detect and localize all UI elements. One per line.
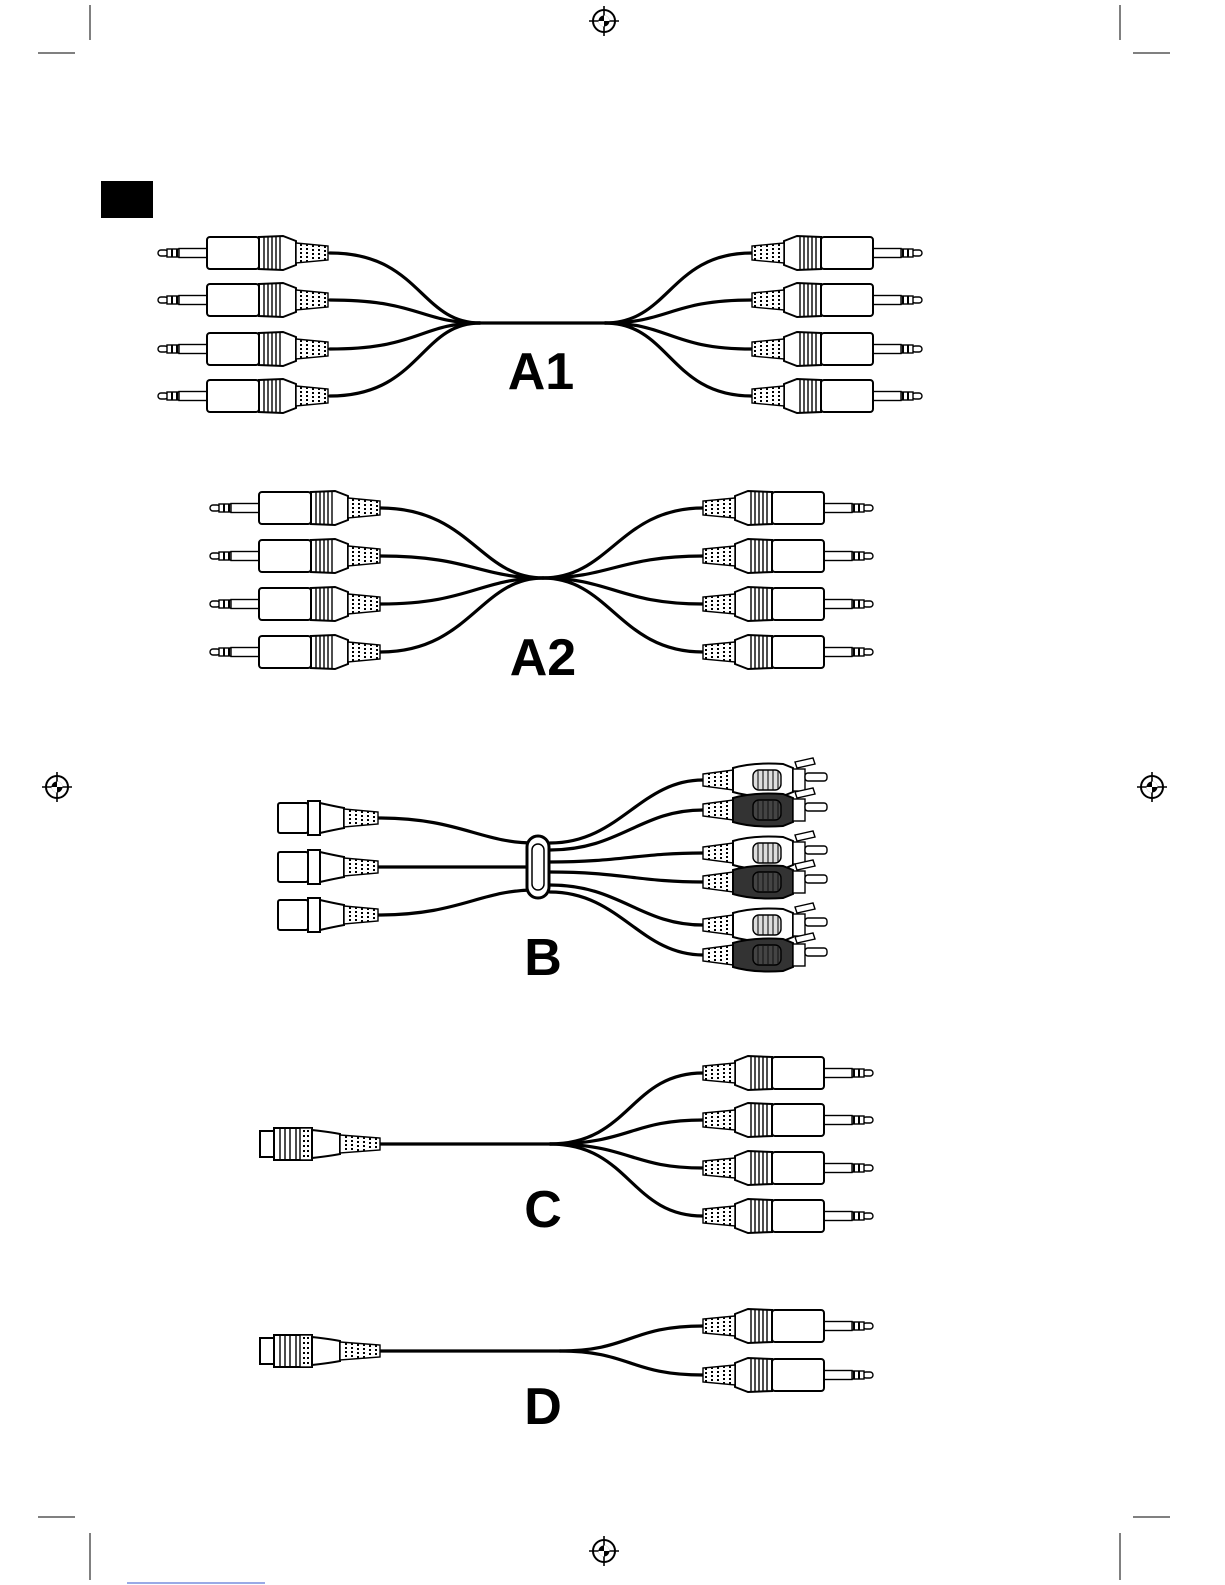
jack-plug-icon — [703, 491, 873, 525]
jack-plug-icon — [158, 236, 328, 270]
figure-b: B — [278, 758, 827, 987]
socket-icon — [278, 801, 378, 835]
jack-plug-icon — [703, 539, 873, 573]
figure-a1: A1 — [158, 236, 922, 413]
registration-mark-icon — [589, 6, 619, 36]
figure-label: C — [524, 1181, 562, 1239]
figure-label: A2 — [510, 629, 576, 687]
socket-icon — [278, 898, 378, 932]
figure-c: C — [260, 1056, 873, 1239]
jack-plug-icon — [210, 635, 380, 669]
jack-plug-icon — [210, 587, 380, 621]
jack-plug-icon — [703, 1103, 873, 1137]
page-tab-marker — [101, 181, 153, 218]
figure-label: A1 — [508, 343, 574, 401]
jack-plug-icon — [752, 283, 922, 317]
jack-plug-icon — [210, 539, 380, 573]
cable-clip-icon — [527, 836, 549, 898]
registration-mark-icon — [42, 772, 72, 802]
jack-plug-icon — [703, 587, 873, 621]
socket-icon — [260, 1128, 380, 1160]
socket-icon — [260, 1335, 380, 1367]
jack-plug-icon — [703, 1199, 873, 1233]
jack-plug-icon — [752, 379, 922, 413]
rca-plug-icon — [703, 788, 827, 827]
registration-mark-icon — [1137, 772, 1167, 802]
jack-plug-icon — [158, 332, 328, 366]
figure-d: D — [260, 1309, 873, 1436]
jack-plug-icon — [752, 236, 922, 270]
cables — [380, 1326, 703, 1375]
rca-plug-icon — [703, 933, 827, 972]
jack-plug-icon — [752, 332, 922, 366]
jack-plug-icon — [703, 635, 873, 669]
socket-icon — [278, 850, 378, 884]
jack-plug-icon — [210, 491, 380, 525]
jack-plug-icon — [158, 379, 328, 413]
registration-mark-icon — [589, 1536, 619, 1566]
jack-plug-icon — [158, 283, 328, 317]
rca-plug-icon — [703, 860, 827, 899]
jack-plug-icon — [703, 1309, 873, 1343]
jack-plug-icon — [703, 1358, 873, 1392]
jack-plug-icon — [703, 1151, 873, 1185]
jack-plug-icon — [703, 1056, 873, 1090]
figure-label: B — [524, 929, 562, 987]
figure-label: D — [524, 1378, 562, 1436]
figure-a2: A2 — [210, 491, 873, 687]
